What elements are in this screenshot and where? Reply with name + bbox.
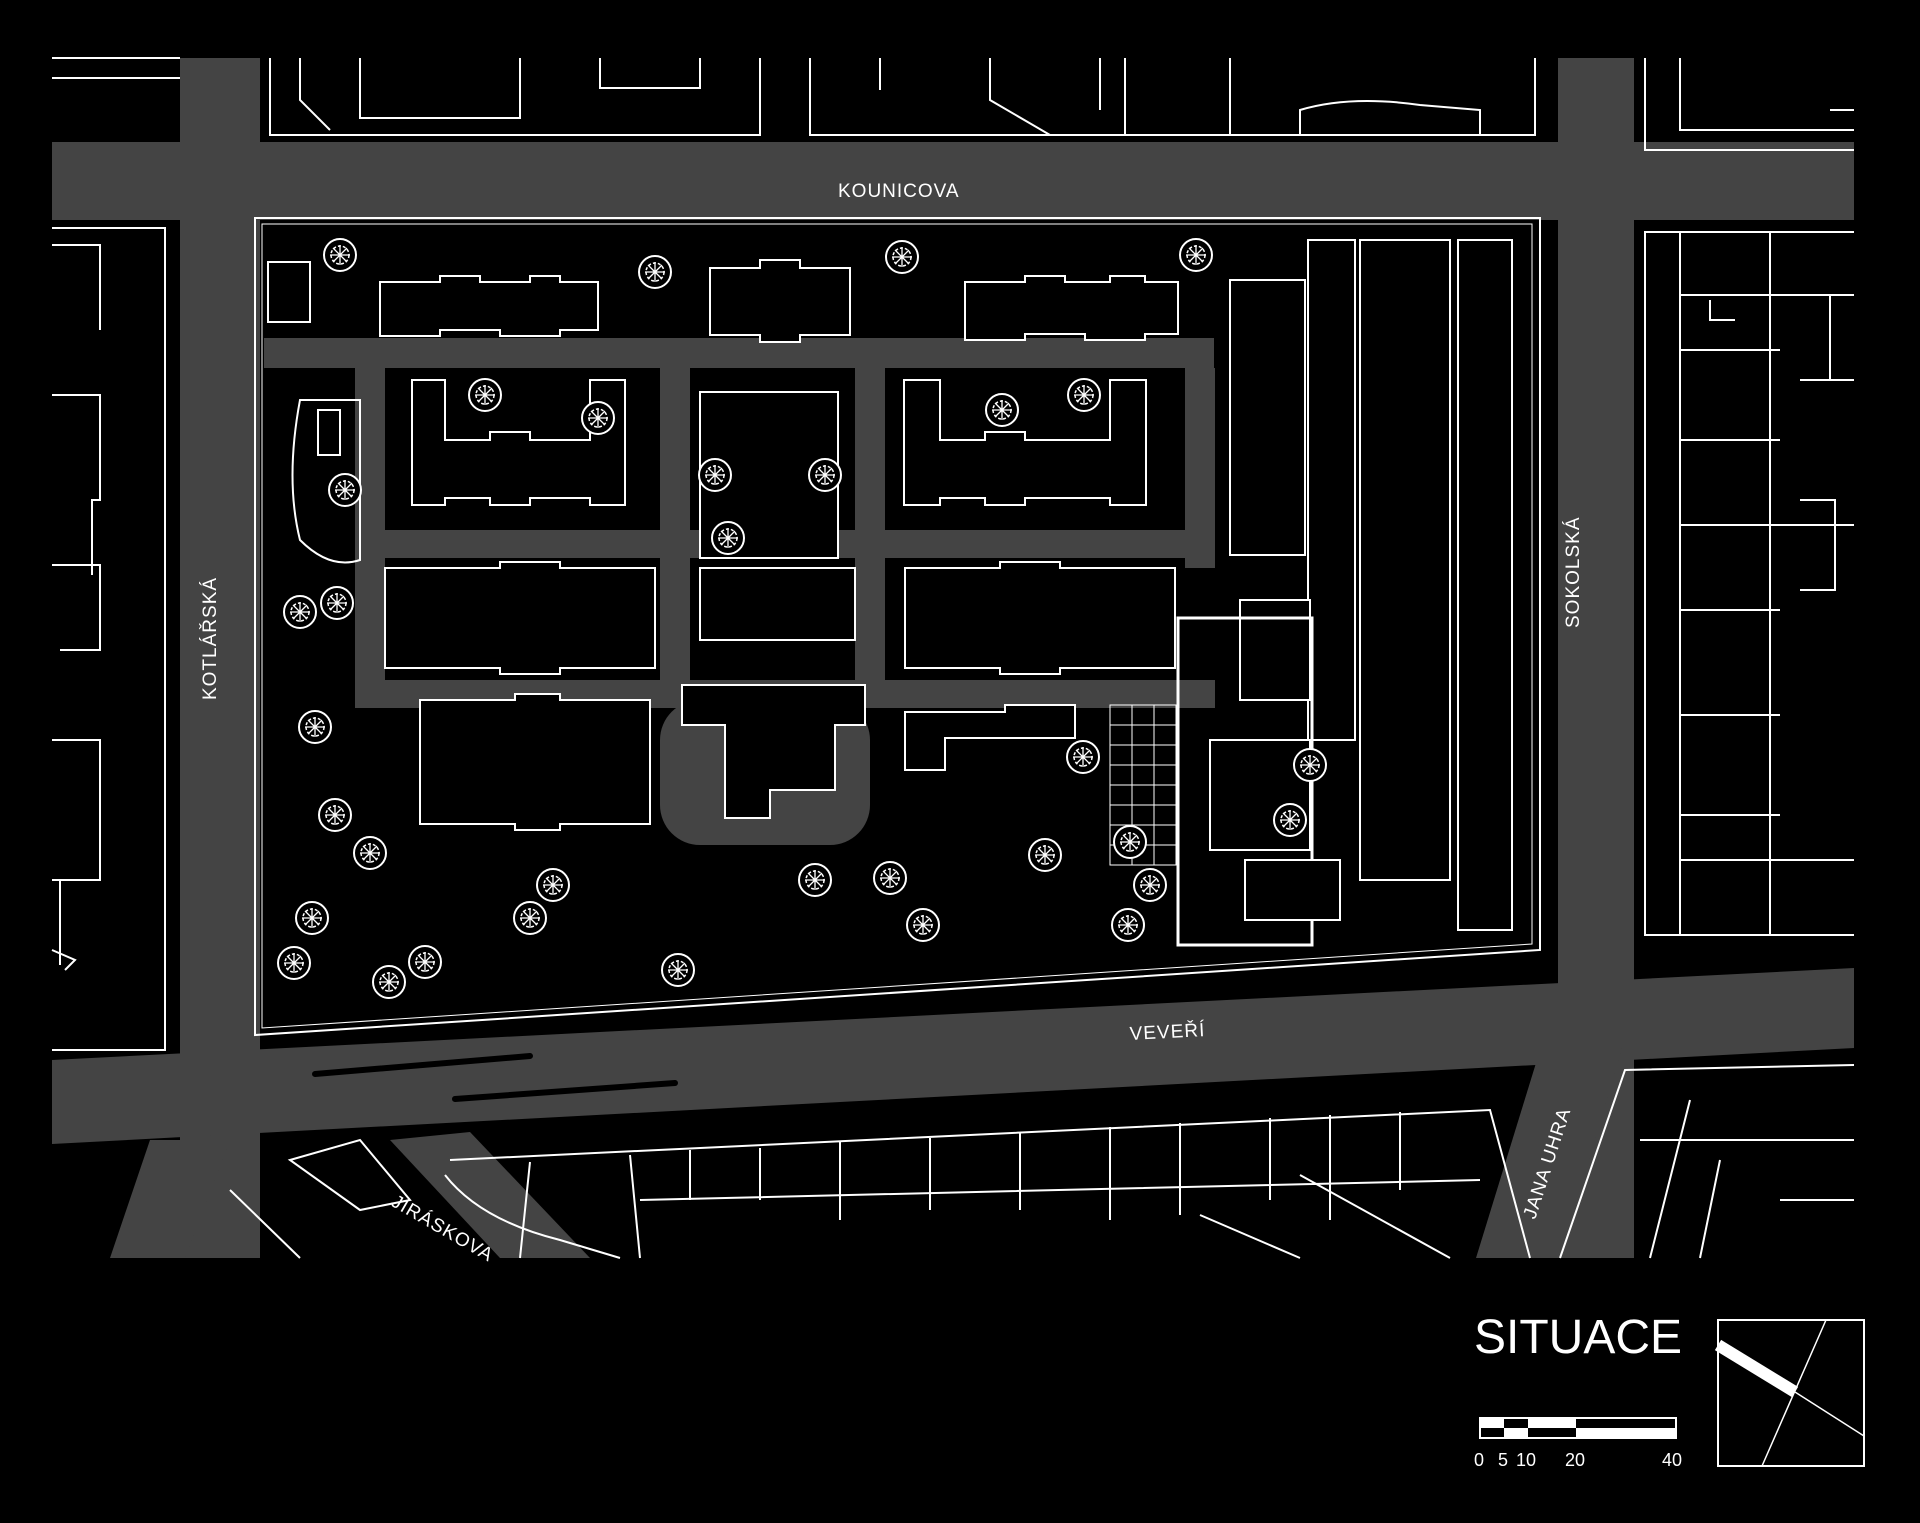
scale-tick-5: 5 (1498, 1450, 1508, 1470)
street-label-kounicova: KOUNICOVA (838, 181, 960, 202)
scale-tick-20: 20 (1565, 1450, 1585, 1470)
scale-tick-0: 0 (1474, 1450, 1484, 1470)
street-label-veveri: VEVEŘÍ (1129, 1019, 1206, 1045)
scale-bar: 0 5 10 20 40 (1474, 1417, 1682, 1470)
street-label-sokolska: SOKOLSKÁ (1563, 517, 1584, 629)
buildings (267, 239, 1513, 947)
roads (52, 58, 1854, 1258)
street-label-kotlarska: KOTLÁŘSKÁ (199, 577, 221, 700)
scale-tick-10: 10 (1516, 1450, 1536, 1470)
surrounding-blocks (51, 57, 1855, 1259)
main-block-outline (254, 217, 1541, 1037)
left-pavilion (291, 399, 361, 564)
north-arrow-icon (1714, 1319, 1865, 1467)
scale-tick-40: 40 (1662, 1450, 1682, 1470)
page-title: SITUACE (1474, 1311, 1683, 1364)
tram-platforms (312, 1053, 678, 1102)
